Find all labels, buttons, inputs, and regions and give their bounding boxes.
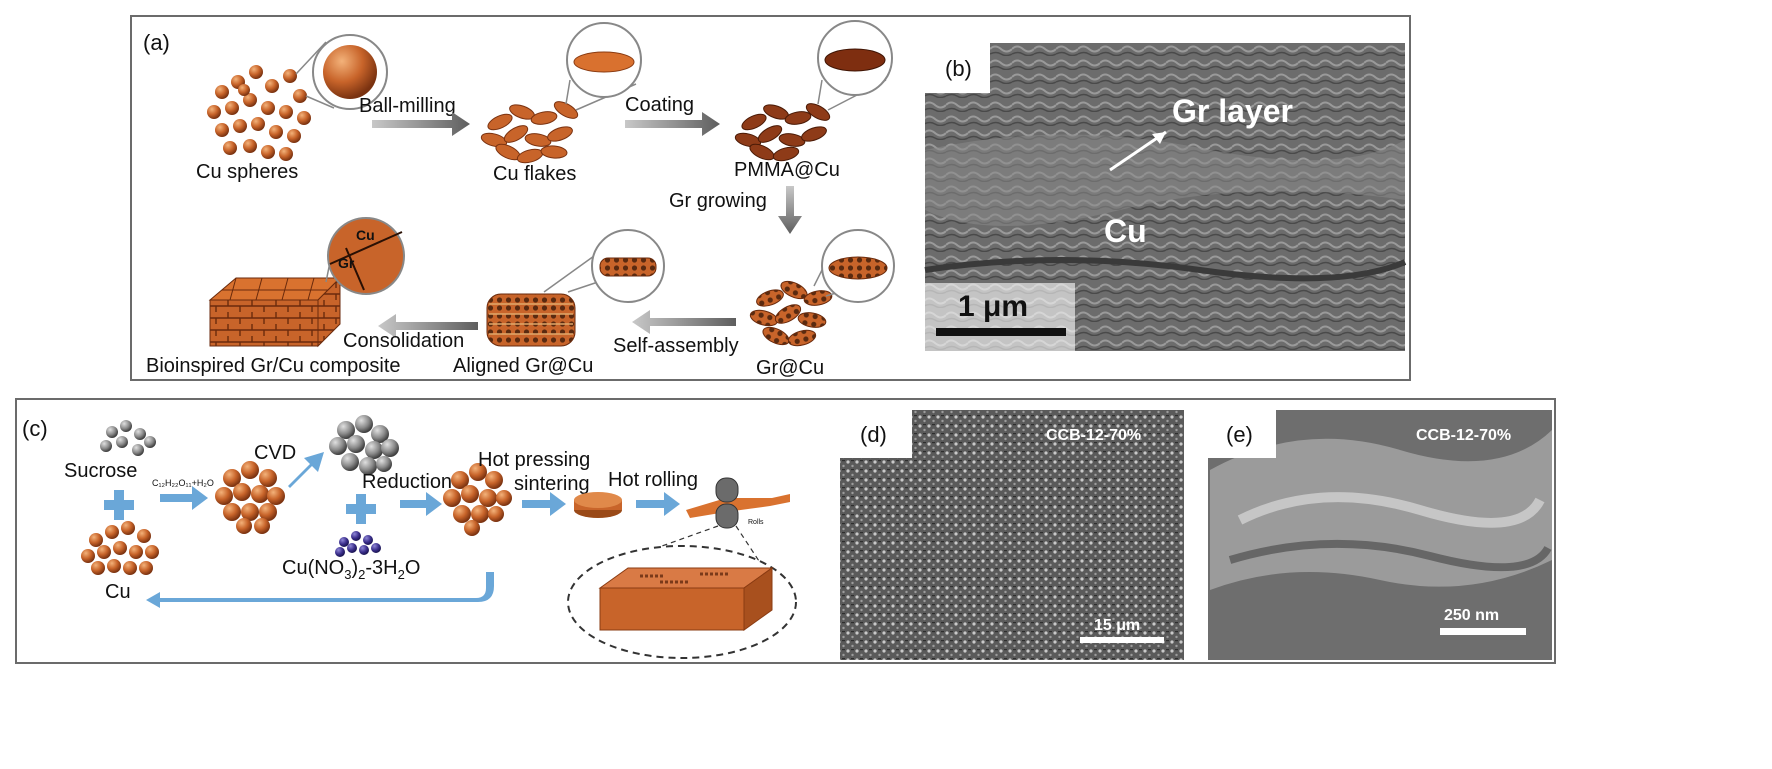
cvd-label: CVD: [254, 442, 296, 464]
sucrose-cluster: [100, 420, 156, 456]
scale-text-b: 1 μm: [958, 290, 1028, 323]
aligned-stack: [486, 293, 576, 347]
inset-gr-label: Gr: [338, 255, 355, 271]
gr-layer-label: Gr layer: [1172, 93, 1293, 129]
sucrose-label: Sucrose: [64, 460, 137, 482]
gr-cu-cluster: [749, 280, 833, 347]
plus-icon: [104, 490, 134, 520]
gr-growing-arrow: [778, 186, 802, 234]
self-assembly-arrow: [632, 310, 736, 334]
cvd-arrow: [288, 452, 324, 488]
reduction-arrow: [400, 492, 442, 516]
consolidation-arrow: [378, 314, 478, 338]
ball-milling-label: Ball-milling: [359, 95, 456, 117]
panel-d-label: (d): [860, 422, 887, 447]
cu-cluster: [81, 521, 159, 575]
composite-label: Bioinspired Gr/Cu composite: [146, 355, 401, 377]
rolling-mill: Rolls: [686, 477, 790, 529]
composite-block: [208, 276, 342, 348]
pmma-cu-cluster: [734, 103, 831, 162]
scale-bar-e: [1440, 628, 1526, 635]
sintering-arrow: [522, 492, 566, 516]
coating-arrow: [625, 112, 720, 136]
cu-label-c: Cu: [105, 581, 131, 603]
scale-bar-d: [1080, 637, 1164, 643]
panel-c-label: (c): [22, 416, 48, 441]
roller-tag: Rolls: [748, 519, 764, 526]
panel-d: (d) CCB-12-70% 15 μm: [840, 410, 1184, 660]
coating-label: Coating: [625, 94, 694, 116]
cu-spheres-label: Cu spheres: [196, 161, 298, 183]
ball-milling-arrow: [372, 112, 470, 136]
cu-spheres-cluster: [207, 65, 311, 161]
cu-flakes-label: Cu flakes: [493, 163, 576, 185]
hot-rolling-label: Hot rolling: [608, 469, 698, 491]
plus-icon-2: [346, 494, 376, 524]
composite-inset: [327, 217, 405, 295]
panel-b-label: (b): [945, 56, 972, 81]
cu-flakes-cluster: [480, 101, 579, 164]
panel-e-label: (e): [1226, 422, 1253, 447]
consolidation-label: Consolidation: [343, 330, 464, 352]
cvd-product-cluster: [329, 415, 399, 475]
panel-a-label: (a): [143, 30, 170, 55]
rolling-arrow: [636, 492, 680, 516]
reaction-label: C₁₂H₂₂O₁₁+H₂O: [152, 478, 214, 488]
pmma-cu-label: PMMA@Cu: [734, 159, 840, 181]
nitrate-cluster: [335, 531, 381, 557]
self-assembly-label: Self-assembly: [613, 335, 739, 357]
sintering-label: sintering: [514, 473, 590, 495]
hot-pressing-label: Hot pressing: [478, 449, 590, 471]
nitrate-label: Cu(NO3)2-3H2O: [282, 557, 420, 582]
gr-growing-label: Gr growing: [669, 190, 767, 212]
scale-text-e: 250 nm: [1444, 607, 1499, 624]
panel-b: (b) Gr layer Cu 1 μm: [924, 43, 1407, 351]
sample-label-e: CCB-12-70%: [1416, 427, 1511, 444]
reduction-label: Reduction: [362, 471, 452, 493]
gr-cu-label: Gr@Cu: [756, 357, 824, 379]
inset-cu-label: Cu: [356, 227, 375, 243]
reduced-cluster: [443, 463, 512, 536]
rolled-sheet: [598, 567, 774, 631]
panel-e: (e) CCB-12-70% 250 nm: [1208, 410, 1552, 660]
scale-text-d: 15 μm: [1094, 617, 1140, 634]
pellet: [574, 492, 622, 518]
reaction-arrow: [160, 486, 208, 510]
scale-box-b: [925, 283, 1075, 351]
coated-cu-cluster: [215, 461, 285, 534]
sample-label-d: CCB-12-70%: [1046, 427, 1141, 444]
aligned-label: Aligned Gr@Cu: [453, 355, 593, 377]
scale-bar-b: [936, 328, 1066, 336]
cu-region-label: Cu: [1104, 213, 1147, 249]
recycle-arrow: [146, 572, 494, 608]
